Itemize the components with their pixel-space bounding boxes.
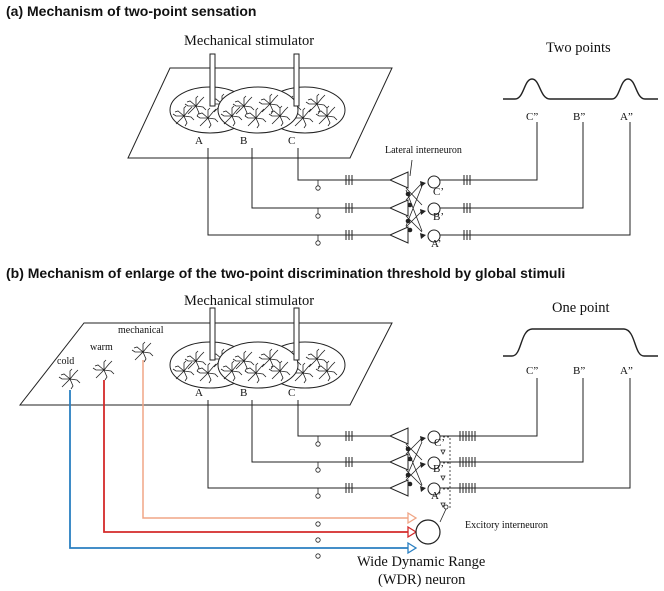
afferent-line-a-b	[207, 400, 390, 489]
warm-synapse	[407, 525, 418, 539]
afferent-line-b-b	[251, 400, 390, 463]
receptor-label-warm: warm	[90, 342, 113, 353]
excitatory-interneuron-dashed	[443, 436, 451, 508]
excitatory-interneuron-label: Excitory interneuron	[465, 520, 548, 531]
cell-label-c: C’	[433, 186, 444, 198]
afferent-line-c-b	[297, 400, 390, 437]
stimulator-pin-left-b	[209, 307, 216, 361]
two-point-curve	[503, 78, 658, 100]
lateral-interneuron-a	[405, 159, 426, 239]
excitatory-interneuron-cell	[443, 504, 449, 510]
output-line-a-b	[440, 378, 631, 489]
afferent-line-a	[207, 148, 390, 236]
synapse-triangles-a	[388, 171, 409, 244]
output-label-b: B”	[573, 111, 585, 123]
mechanical-synapse	[407, 511, 418, 525]
panel-b: (b) Mechanism of enlarge of the two-poin…	[6, 265, 658, 588]
output-label-a-b: A”	[620, 365, 633, 377]
stimulator-pin-right-b	[293, 307, 300, 361]
output-label-a: A”	[620, 111, 633, 123]
mechanical-afferent-line	[142, 360, 408, 519]
panel-a: (a) Mechanism of two-point sensation Mec…	[6, 3, 658, 250]
skin-point-b-b: B	[240, 387, 247, 399]
relay-cells-a	[427, 175, 441, 243]
lateral-interneuron-label: Lateral interneuron	[385, 145, 462, 156]
cell-label-a-b: A’	[431, 490, 441, 502]
afferent-line-b	[251, 148, 390, 209]
output-ticks-b	[459, 431, 476, 493]
skin-point-a: A	[195, 135, 203, 147]
one-point-curve	[503, 328, 658, 357]
panel-a-stimulator-label: Mechanical stimulator	[184, 33, 314, 49]
output-ticks-a	[463, 175, 471, 240]
afferent-line-c	[297, 148, 390, 181]
skin-point-a-b: A	[195, 387, 203, 399]
output-line-c	[440, 122, 538, 181]
cell-label-a: A’	[431, 238, 441, 250]
cell-label-b-b: B’	[433, 463, 444, 475]
afferent-relays	[315, 180, 321, 246]
cell-label-c-b: C’	[434, 437, 445, 449]
output-label-b-b: B”	[573, 365, 585, 377]
panel-b-stimulator-label: Mechanical stimulator	[184, 293, 314, 309]
wdr-label-line1: Wide Dynamic Range	[357, 554, 485, 570]
receptive-field-b	[218, 87, 298, 133]
spike-ticks-a	[345, 175, 353, 240]
receptor-label-cold: cold	[57, 356, 74, 367]
output-line-b	[440, 122, 584, 209]
output-line-c-b	[440, 378, 538, 437]
skin-point-b: B	[240, 135, 247, 147]
spike-ticks-b	[345, 431, 353, 493]
receptor-label-mechanical: mechanical	[118, 325, 164, 336]
receptive-field-b-b	[218, 342, 298, 388]
excitatory-synapses	[440, 449, 446, 508]
stimulator-pin-left	[209, 53, 216, 107]
panel-b-title: (b) Mechanism of enlarge of the two-poin…	[6, 265, 565, 281]
skin-point-c: C	[288, 135, 295, 147]
synapse-triangles-b	[388, 427, 409, 497]
panel-b-curve-label: One point	[552, 300, 610, 316]
cold-synapse	[407, 541, 418, 555]
output-label-c-b: C”	[526, 365, 538, 377]
cold-afferent-line	[69, 390, 408, 549]
wdr-label-line2: (WDR) neuron	[378, 572, 466, 588]
afferent-relays-b	[315, 436, 321, 559]
cell-label-b: B’	[433, 211, 444, 223]
panel-a-curve-label: Two points	[546, 40, 611, 56]
output-line-b-b	[440, 378, 584, 463]
output-label-c: C”	[526, 111, 538, 123]
stimulator-pin-right	[293, 53, 300, 107]
output-line-a	[440, 122, 631, 236]
relay-cells-b	[427, 430, 441, 496]
panel-a-title: (a) Mechanism of two-point sensation	[6, 3, 256, 19]
excitatory-to-wdr-line	[439, 508, 447, 523]
warm-afferent-line	[103, 380, 408, 533]
lateral-interneuron-b	[405, 436, 426, 492]
wdr-neuron	[415, 519, 441, 545]
skin-point-c-b: C	[288, 387, 295, 399]
